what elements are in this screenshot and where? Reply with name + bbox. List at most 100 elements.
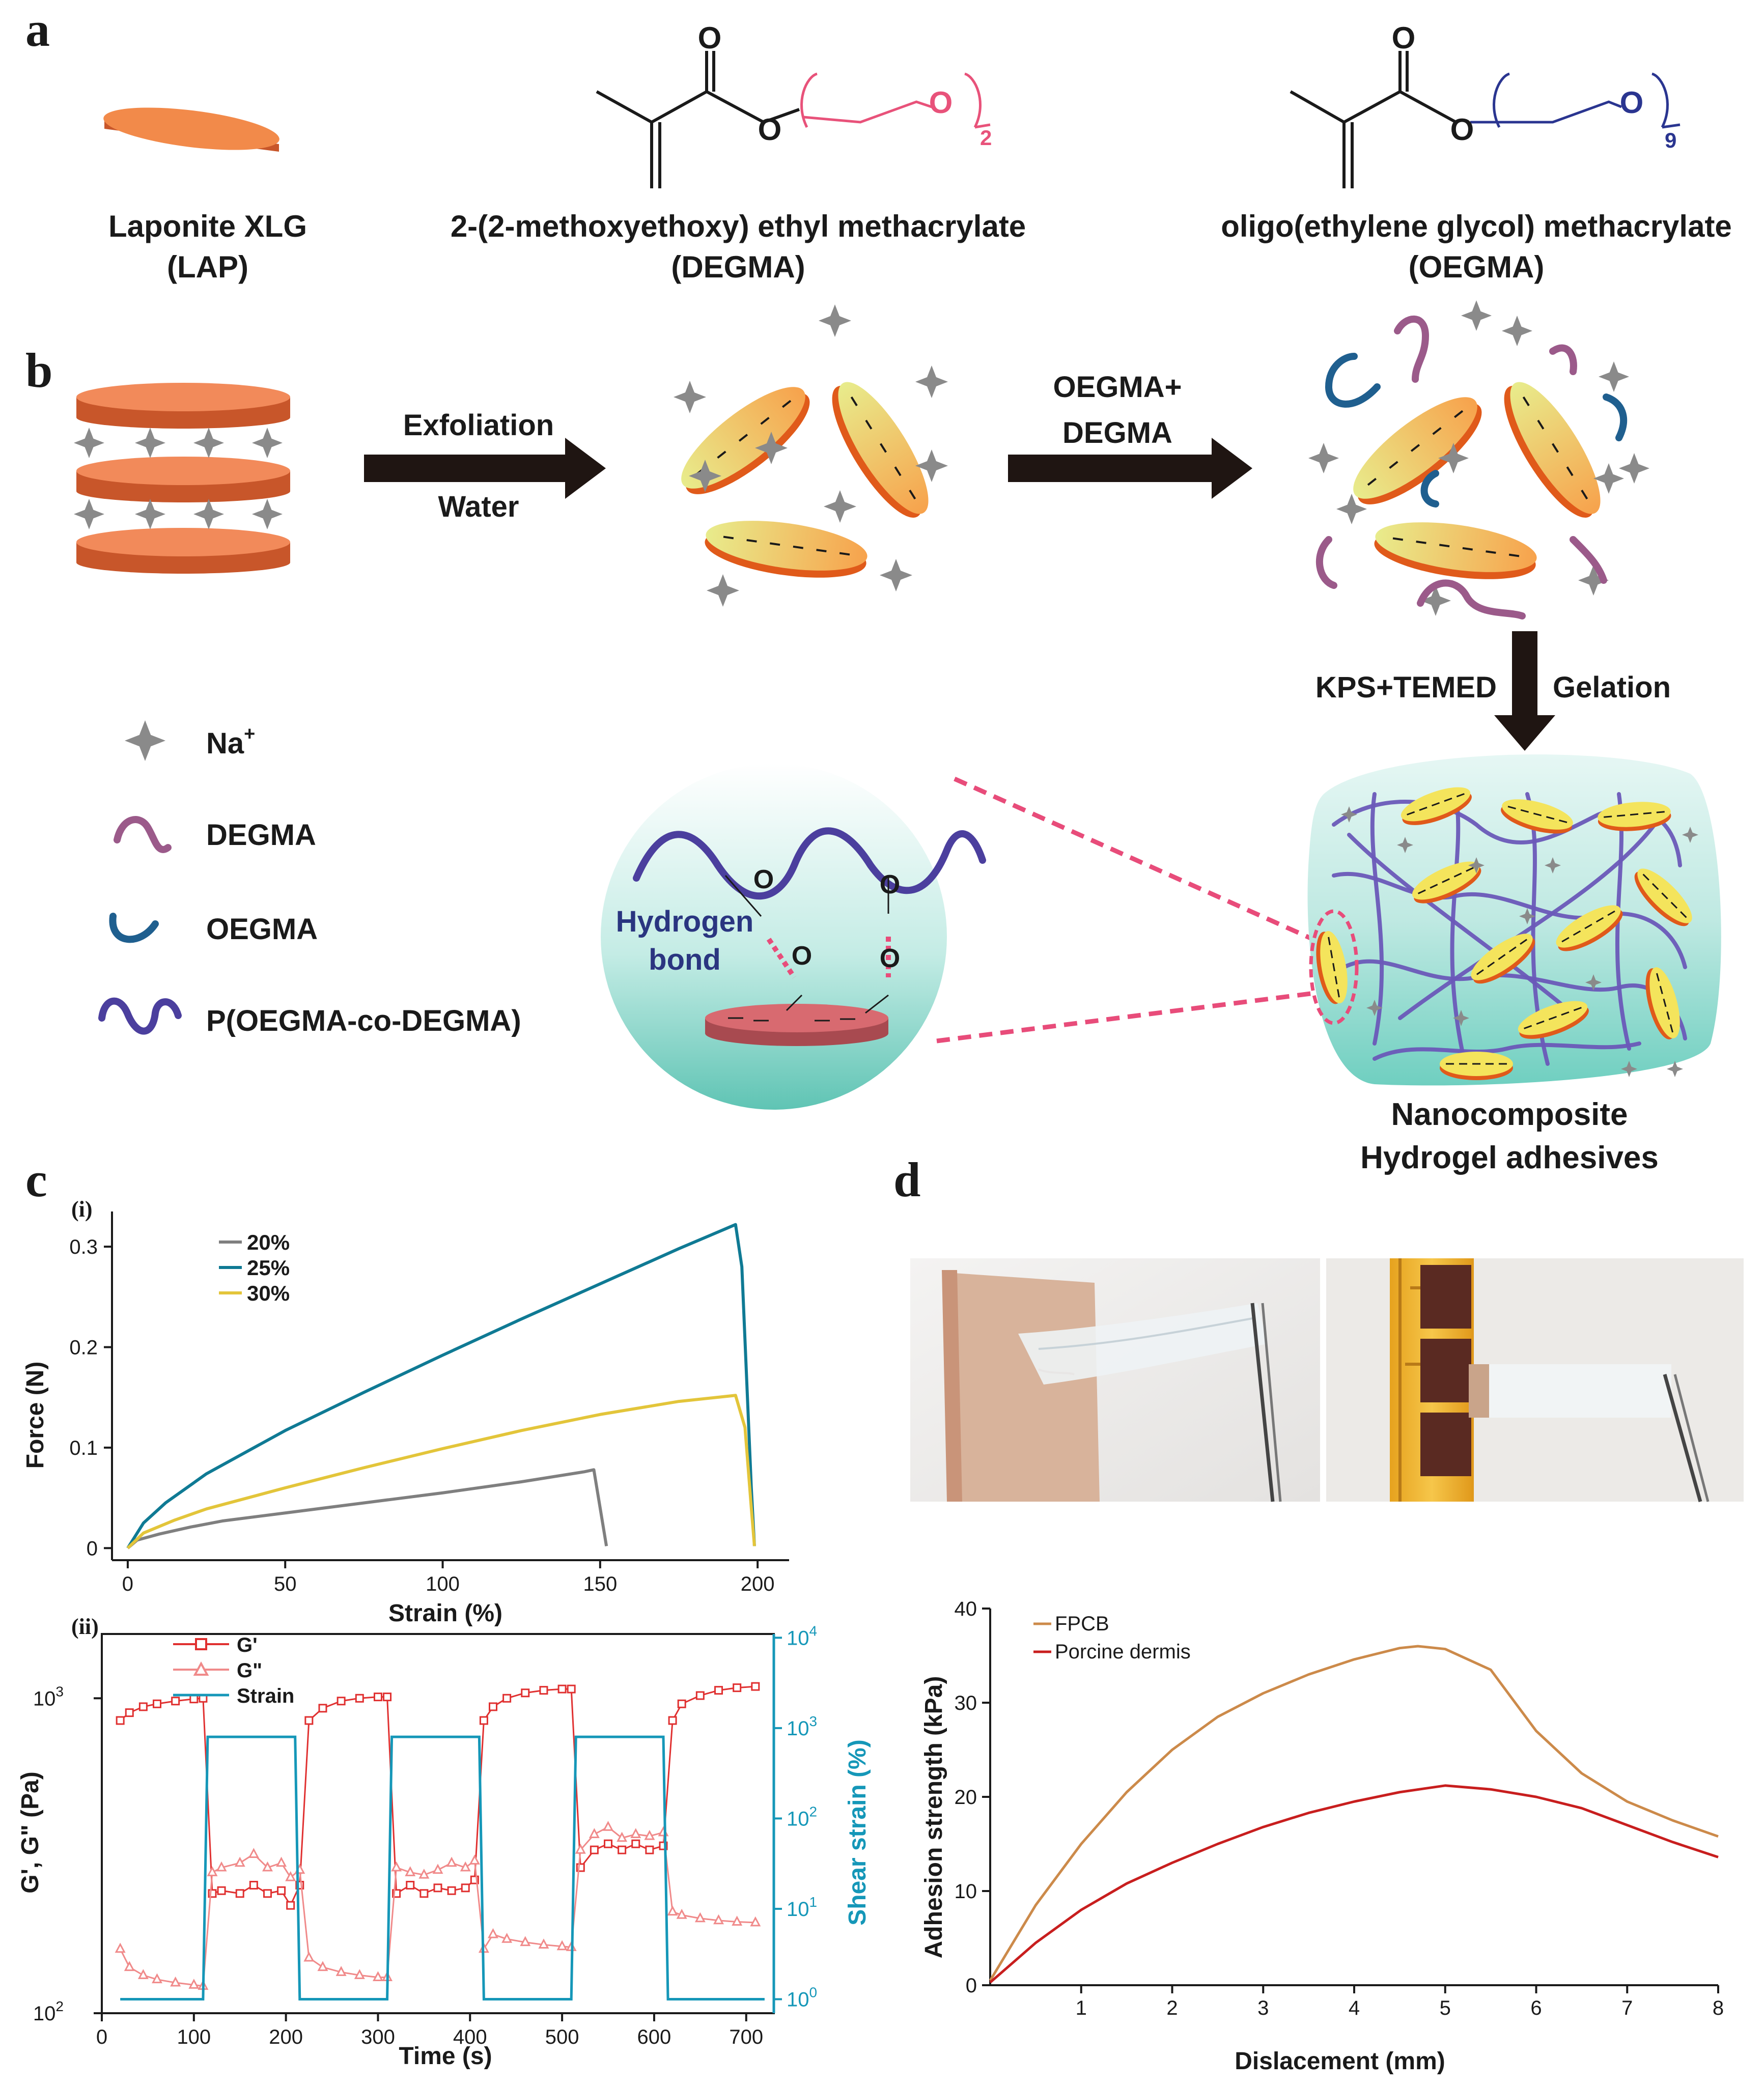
- legend-polymer-icon: [98, 997, 182, 1035]
- legend-polymer-label: P(OEGMA-co-DEGMA): [206, 1004, 521, 1037]
- loss-modulus-point: [575, 1844, 586, 1854]
- oegma-carbonyl-o: O: [1392, 21, 1416, 55]
- negative-charge-mark: [738, 434, 748, 442]
- degma-structure: [596, 51, 800, 188]
- na-ion-icon: [915, 449, 948, 482]
- negative-charge-mark: [1407, 811, 1415, 815]
- negative-charge-mark: [1616, 814, 1626, 817]
- negative-charge-mark: [1670, 901, 1678, 909]
- force-x-tick-label: 50: [274, 1573, 297, 1595]
- storage-modulus-point: [318, 1704, 327, 1713]
- laponite-disc-2: [1504, 382, 1601, 518]
- hbond-o-1: O: [753, 865, 774, 894]
- negative-charge-mark: [1392, 537, 1404, 541]
- degma-chain: [1549, 344, 1577, 375]
- loss-modulus-point: [469, 1854, 480, 1865]
- laponite-disc-face: [1375, 522, 1537, 572]
- laponite-crosslinker: [1440, 1052, 1513, 1080]
- highlight-ring: [1309, 909, 1359, 1025]
- degma-chain: [1417, 579, 1526, 619]
- storage-modulus-point: [304, 1716, 314, 1725]
- degma-chain: [1394, 315, 1430, 383]
- storage-modulus-point: [488, 1702, 497, 1711]
- na-ion-icon: [1593, 463, 1624, 494]
- degma-carbonyl-o: O: [698, 21, 722, 55]
- negative-charge-mark: [1332, 963, 1335, 972]
- legend-na-icon: [125, 720, 165, 761]
- na-ion-icon: [74, 428, 104, 458]
- storage-modulus-point: [590, 1845, 599, 1854]
- storage-modulus-point: [217, 1886, 226, 1895]
- polymer-chain: [1373, 1041, 1641, 1061]
- storage-modulus-point: [479, 1716, 488, 1725]
- laponite-crosslinker: [1598, 802, 1671, 831]
- hydrogel-network: [1307, 754, 1721, 1086]
- degma-label: DEGMA: [1062, 416, 1172, 449]
- storage-modulus-point: [567, 1684, 576, 1694]
- panel-label-ci: (i): [71, 1197, 93, 1222]
- na-ion-icon: [74, 499, 104, 529]
- na-ion-icon: [252, 499, 283, 529]
- negative-charge-mark: [1417, 889, 1426, 894]
- oegma-ethoxy-chain: [1470, 72, 1681, 129]
- polymer-chain: [1332, 871, 1687, 969]
- loss-modulus-point: [694, 1912, 706, 1923]
- na-ion-icon: [1366, 1000, 1383, 1016]
- na-ion-icon: [1619, 453, 1649, 484]
- loss-modulus-point: [124, 1961, 135, 1971]
- na-ion-icon: [1341, 806, 1357, 823]
- legend-degma-icon: [114, 816, 172, 853]
- arrow-exfoliation: [364, 438, 606, 499]
- storage-modulus-point: [502, 1694, 512, 1703]
- product-label-1: Nanocomposite: [1391, 1097, 1628, 1132]
- polymer-chain: [1370, 792, 1384, 1046]
- laponite-crosslinker: [1412, 861, 1481, 904]
- laponite-disc-icon: [103, 107, 279, 152]
- negative-charge-mark: [1666, 1011, 1670, 1020]
- negative-charge-mark: [717, 450, 726, 459]
- storage-modulus-point: [604, 1839, 613, 1848]
- laponite-crosslinker: [1634, 868, 1692, 926]
- storage-modulus-point: [406, 1880, 415, 1890]
- legend-dermis-label: Porcine dermis: [1055, 1641, 1191, 1663]
- legend-adhesion: FPCB Porcine dermis: [1033, 1613, 1191, 1663]
- oegma-chain: [1325, 353, 1381, 408]
- negative-charge-mark: [1507, 806, 1516, 810]
- na-ion-icon: [193, 499, 224, 529]
- oegma-plus-label: OEGMA+: [1053, 371, 1182, 404]
- degma-ethoxy-chain: [800, 72, 991, 129]
- na-ion-icon: [1438, 443, 1469, 473]
- force-x-tick-label: 100: [426, 1573, 460, 1595]
- negative-charge-mark: [1498, 954, 1506, 960]
- negative-charge-mark: [1522, 396, 1530, 406]
- negative-charge-mark: [1559, 819, 1567, 823]
- storage-modulus-point: [138, 1702, 148, 1711]
- panel-label-c: c: [25, 1152, 47, 1207]
- loss-modulus-point: [188, 1979, 200, 1989]
- arrow-gelation: [1494, 631, 1555, 751]
- negative-charge-mark: [1581, 490, 1588, 500]
- storage-modulus-point: [668, 1716, 677, 1725]
- rheo-x-tick-label: 600: [637, 2026, 671, 2048]
- adhesion-x-tick-label: 4: [1349, 1997, 1360, 2019]
- loss-modulus-point: [520, 1936, 531, 1947]
- oegma-ester-o: O: [1450, 112, 1474, 147]
- adhesion-x-tick-label: 8: [1713, 1997, 1724, 2019]
- loss-modulus-point: [556, 1940, 568, 1951]
- loss-modulus-point: [676, 1908, 687, 1919]
- storage-modulus-point: [116, 1716, 125, 1725]
- polymer-chain: [1347, 833, 1580, 1020]
- storage-modulus-point: [751, 1682, 760, 1691]
- laponite-disc-1: [681, 387, 810, 494]
- force-y-tick-label: 0.3: [69, 1236, 98, 1258]
- force-y-tick-label: 0.2: [69, 1336, 98, 1359]
- arrow-monomers: [1008, 438, 1252, 499]
- loss-modulus-point: [372, 1971, 383, 1981]
- na-ion-icon: [880, 559, 912, 591]
- legend-rheology: G' G" Strain: [173, 1634, 294, 1707]
- photo-porcine-dermis: [910, 1258, 1320, 1502]
- storage-modulus-point: [235, 1889, 244, 1898]
- na-ion-icon: [1461, 300, 1492, 331]
- force-xlabel: Strain (%): [388, 1600, 502, 1627]
- na-ion-icon: [1545, 857, 1561, 873]
